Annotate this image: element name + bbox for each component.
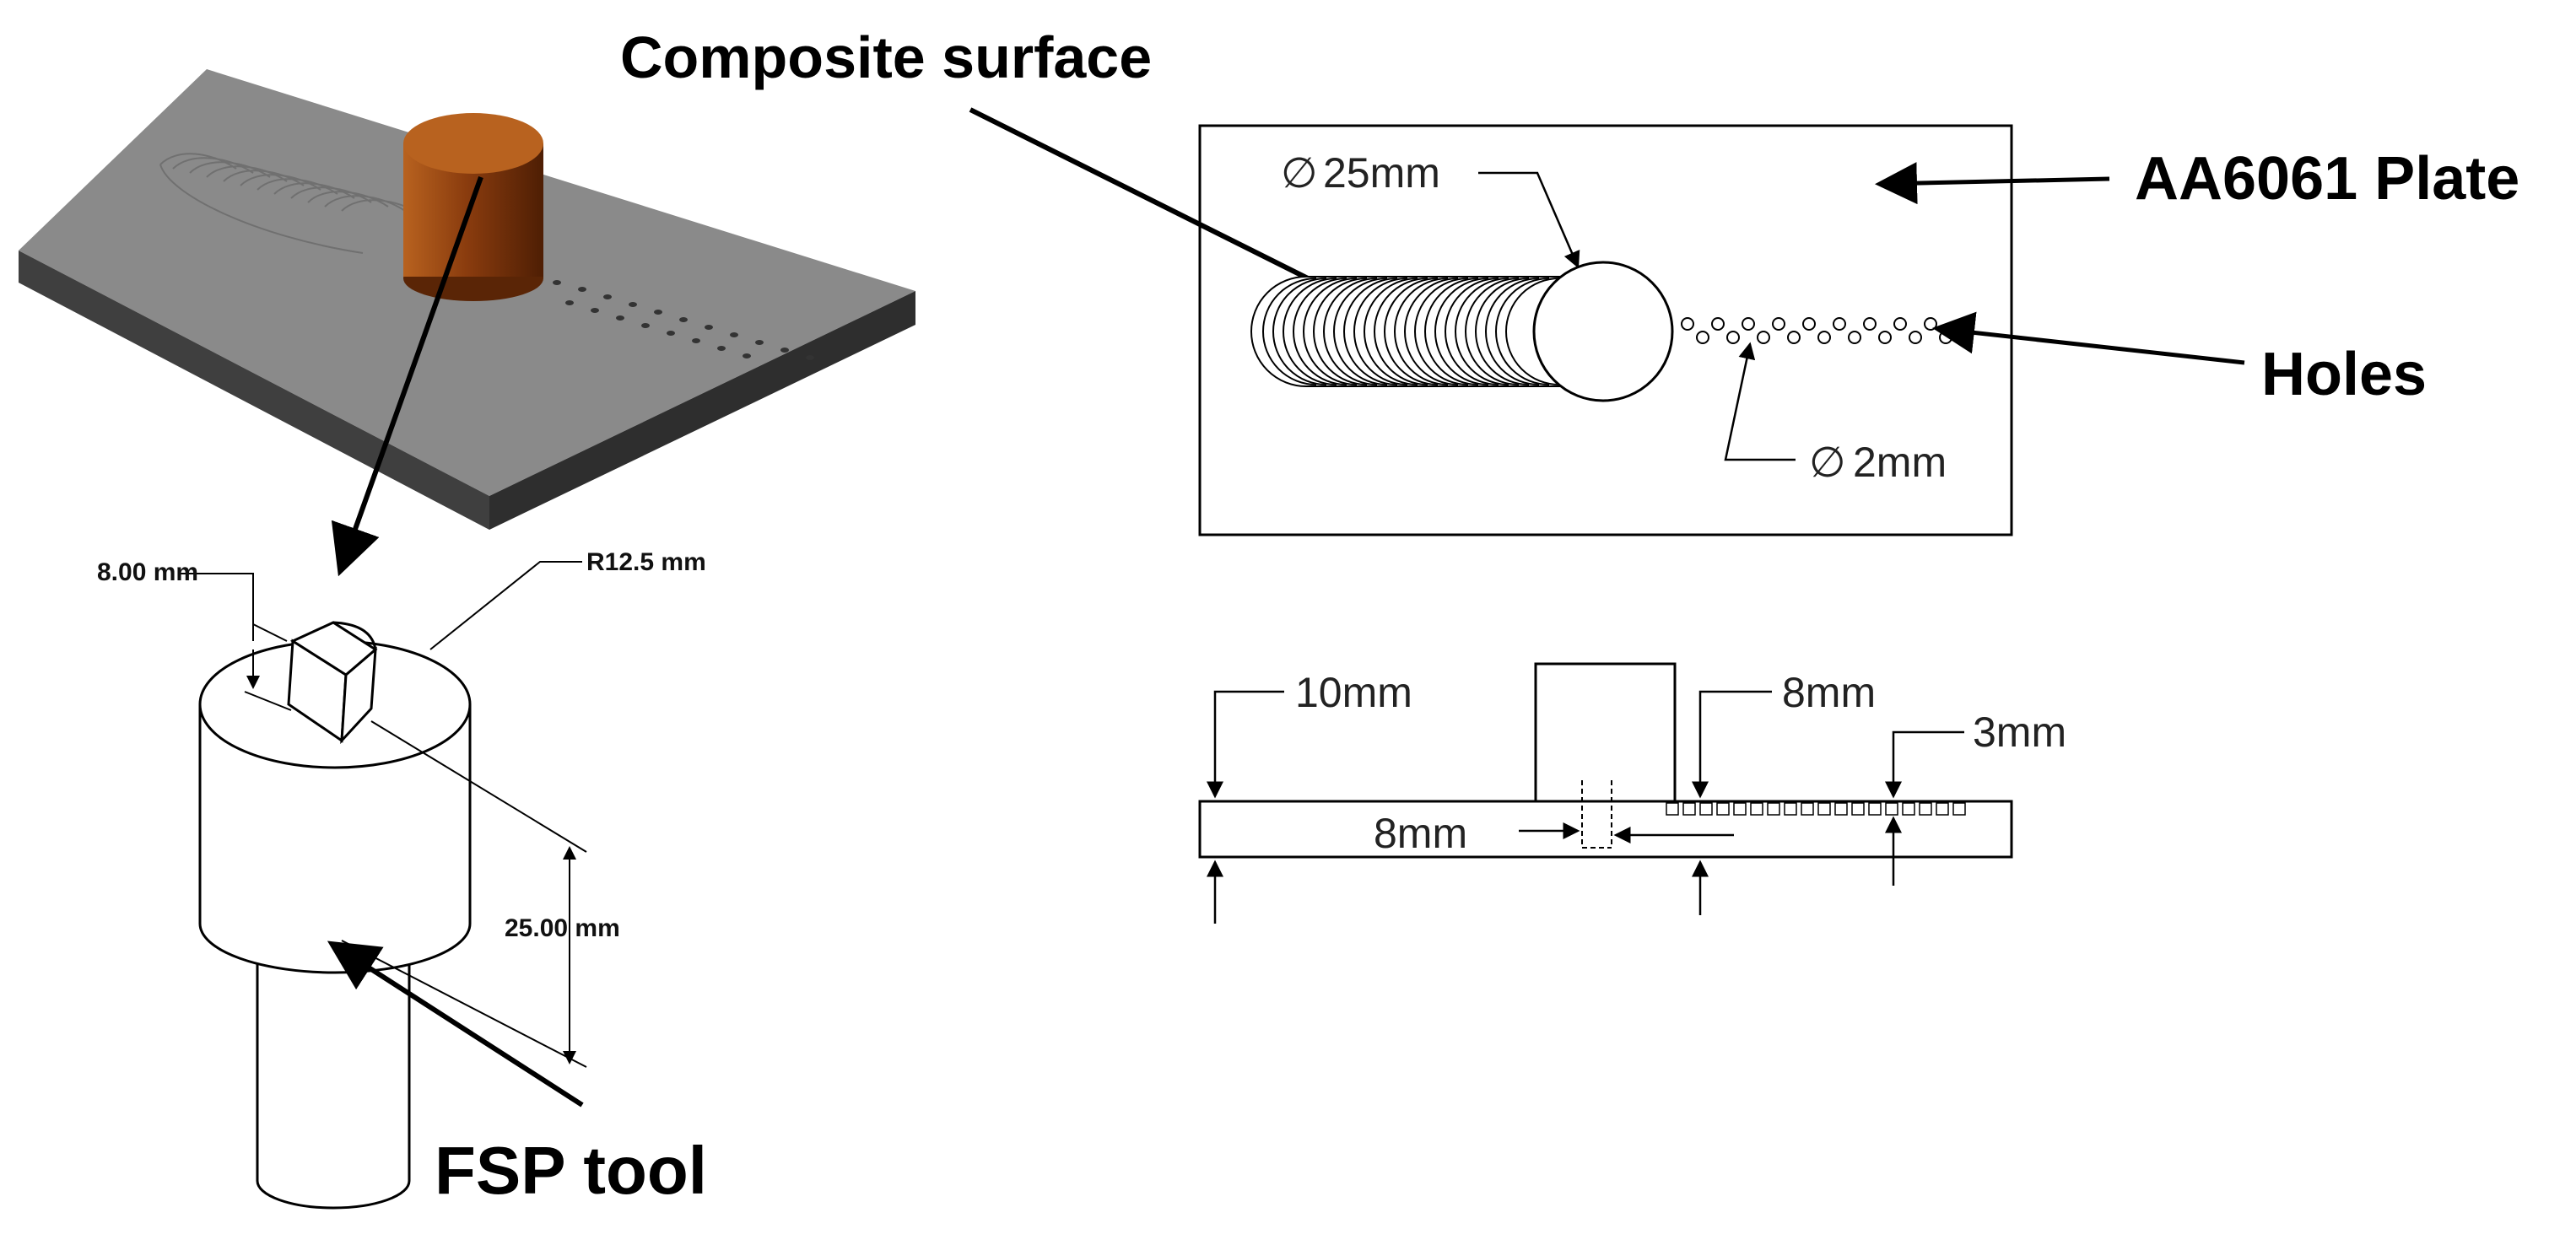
fsp-tool-detail — [198, 621, 472, 1210]
shoulder-diameter-symbol: ∅ — [1281, 149, 1318, 197]
arrow-to-plate — [1875, 162, 2110, 205]
holes-side — [1666, 802, 1966, 816]
hole-diameter-label: 2mm — [1853, 439, 1947, 486]
plate-front-face — [19, 251, 489, 530]
pin-height-label: 8.00 mm — [97, 558, 198, 586]
plate-label: AA6061 Plate — [2135, 145, 2519, 213]
shoulder-diameter-label: 25mm — [1323, 149, 1440, 197]
holes-3d — [553, 280, 814, 360]
hole-width-leader — [1885, 730, 1964, 799]
processed-track-3d — [159, 153, 423, 254]
arrow-tool-to-detail — [331, 175, 483, 577]
tool-shoulder-side — [1534, 662, 1677, 803]
hole-diameter-symbol: ∅ — [1809, 439, 1846, 486]
pin-length-label: 8mm — [1374, 810, 1467, 857]
plate-thickness-leader — [1207, 690, 1284, 799]
plate-outline-side — [1198, 800, 2013, 859]
holes-row-top — [1681, 317, 1952, 344]
tool-shank — [256, 919, 411, 1210]
plate-side-view: 10mm 8mm 3mm 8mm — [1198, 662, 2066, 924]
plate-top-view: ∅ 25mm ∅ 2mm — [1198, 124, 2013, 536]
tool-shoulder-circle-top — [1532, 261, 1674, 402]
tool-cylinder-3d — [403, 113, 543, 301]
hole-width-label: 3mm — [1973, 709, 2066, 756]
plate-outline-top — [1198, 124, 2013, 536]
shoulder-height-label: 25.00 mm — [505, 914, 620, 942]
tool-pin-side — [1581, 780, 1612, 849]
hole-depth-leader — [1692, 690, 1772, 799]
plate-thickness-label: 10mm — [1295, 669, 1412, 716]
arrow-to-holes — [1932, 311, 2245, 365]
fsp-tool-label: FSP tool — [435, 1133, 707, 1208]
shoulder-diameter-leader — [1478, 171, 1580, 269]
arrow-to-fsp-tool — [327, 940, 584, 1108]
hole-depth-label: 8mm — [1782, 669, 1876, 716]
composite-surface-label: Composite surface — [620, 24, 1152, 90]
plate-3d-render — [19, 69, 915, 530]
plate-side-face — [489, 291, 915, 530]
hole-diameter-leader — [1724, 342, 1796, 461]
shoulder-radius-label: R12.5 mm — [586, 548, 706, 576]
holes-label: Holes — [2261, 341, 2427, 408]
